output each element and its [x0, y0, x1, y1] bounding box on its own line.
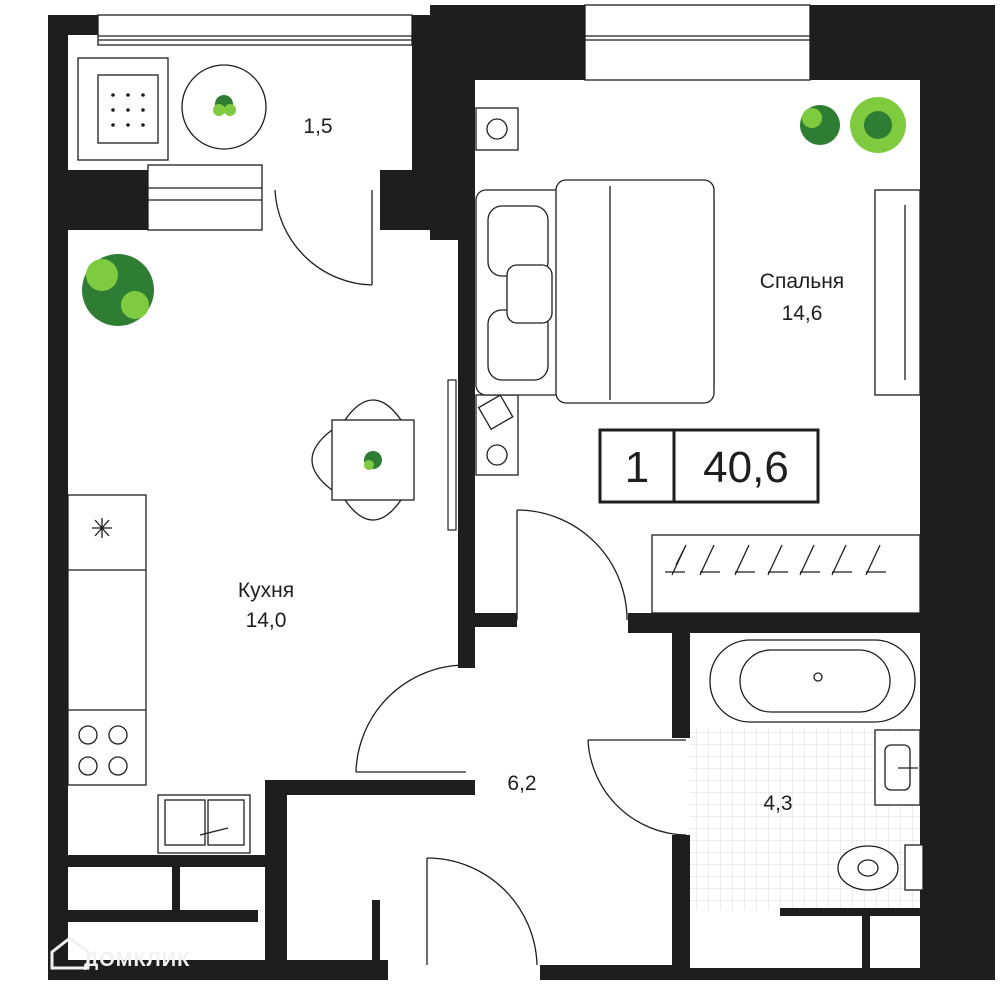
windows — [97, 4, 811, 531]
plant-icon — [800, 97, 906, 153]
hallway-area: 6,2 — [507, 772, 536, 795]
bathtub — [709, 639, 916, 723]
plant-icon — [213, 95, 236, 116]
bedroom-area: 14,6 — [782, 302, 823, 325]
balcony-area: 1,5 — [303, 115, 332, 138]
washbasin — [874, 729, 921, 806]
dining-table — [311, 399, 415, 521]
kitchen-counter — [67, 494, 147, 786]
bedroom-name: Спальня — [760, 270, 844, 293]
bathroom-area: 4,3 — [763, 792, 792, 815]
total-area: 40,6 — [703, 443, 789, 492]
watermark: ДОМКЛИК — [50, 936, 190, 971]
doors — [274, 189, 687, 966]
bed — [475, 179, 715, 404]
kitchen-name: Кухня — [238, 579, 294, 602]
watermark-text: ДОМКЛИК — [84, 949, 190, 971]
rooms-count: 1 — [625, 443, 649, 492]
toilet — [837, 844, 924, 891]
watermark-logo-icon — [50, 936, 90, 970]
wardrobe-right — [874, 189, 921, 396]
apartment-badge: 1 40,6 — [598, 428, 820, 504]
kitchen-sink — [157, 794, 251, 854]
wardrobe-hangers — [651, 534, 921, 614]
kitchen-area: 14,0 — [246, 609, 287, 632]
balcony-armchair — [77, 57, 169, 161]
bedside-table-top — [475, 107, 519, 151]
plant-icon — [82, 254, 154, 326]
bedside-table-bottom — [475, 394, 519, 476]
